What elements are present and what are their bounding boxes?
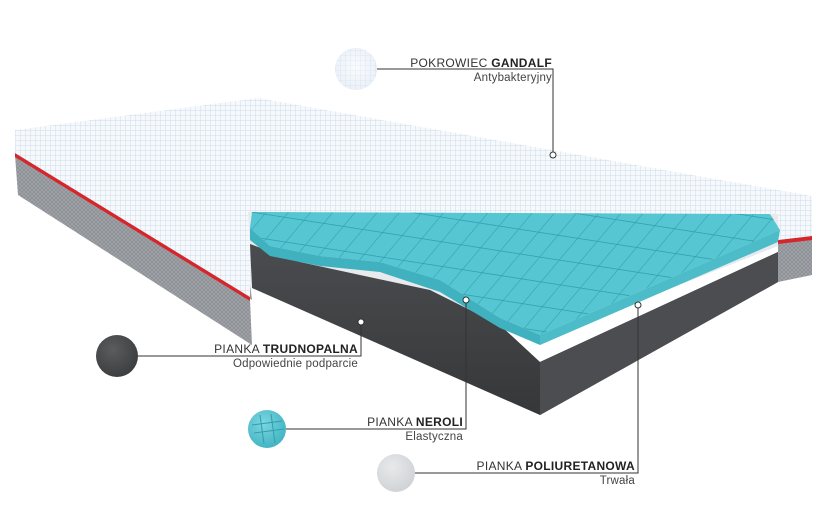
poliuretanowa-prefix: PIANKA bbox=[476, 459, 522, 473]
light-foam-swatch bbox=[377, 454, 415, 492]
neroli-marker bbox=[462, 296, 470, 304]
cover-callout: POKROWIEC GANDALF Antybakteryjny bbox=[390, 56, 552, 86]
trudnopalna-prefix: PIANKA bbox=[214, 342, 260, 356]
poliuretanowa-callout: PIANKA POLIURETANOWA Trwała bbox=[440, 459, 635, 489]
trudnopalna-name: TRUDNOPALNA bbox=[262, 342, 358, 356]
trudnopalna-marker bbox=[357, 318, 365, 326]
dark-foam-layer bbox=[250, 244, 778, 415]
red-stripe bbox=[15, 153, 250, 301]
poliuretanowa-marker bbox=[634, 301, 642, 309]
poliuretanowa-subtitle: Trwała bbox=[599, 475, 635, 487]
poliuretanowa-name: POLIURETANOWA bbox=[525, 459, 635, 473]
cover-name: GANDALF bbox=[491, 56, 552, 70]
cover-subtitle: Antybakteryjny bbox=[473, 72, 552, 84]
neroli-prefix: PIANKA bbox=[367, 415, 413, 429]
cover-marker bbox=[549, 151, 557, 159]
cover-fabric-swatch-texture bbox=[335, 48, 377, 90]
neroli-callout: PIANKA NEROLI Elastyczna bbox=[300, 415, 463, 445]
mattress-cover-top bbox=[15, 98, 812, 297]
neroli-foam-layer bbox=[250, 212, 780, 335]
neroli-name: NEROLI bbox=[415, 415, 463, 429]
neroli-subtitle: Elastyczna bbox=[405, 431, 463, 443]
trudnopalna-callout: PIANKA TRUDNOPALNA Odpowiednie podparcie bbox=[150, 342, 358, 372]
blue-foam-swatch bbox=[248, 410, 286, 448]
dark-foam-swatch bbox=[96, 335, 138, 377]
cover-prefix: POKROWIEC bbox=[410, 56, 488, 70]
trudnopalna-subtitle: Odpowiednie podparcie bbox=[232, 358, 358, 370]
leader-lines bbox=[138, 68, 639, 474]
